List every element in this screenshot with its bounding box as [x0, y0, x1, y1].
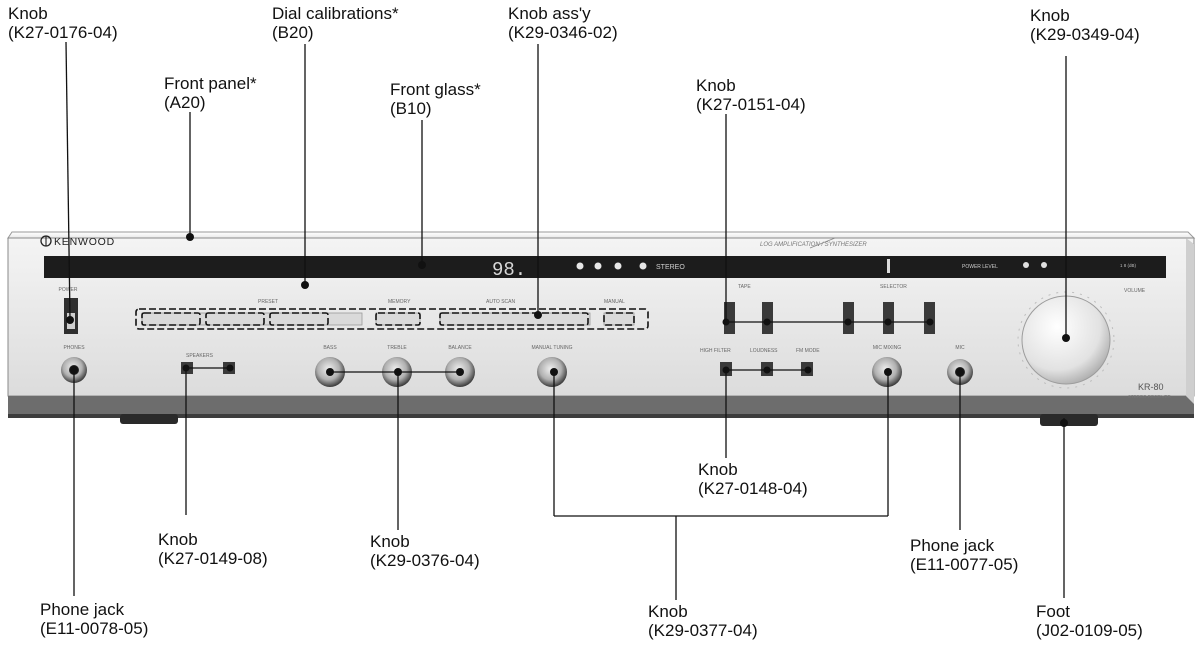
label-name: Knob [370, 532, 410, 551]
tuning-text: MANUAL TUNING [531, 345, 572, 351]
selector-switches: TAPE SELECTOR [724, 284, 935, 334]
modelsub-text: STEREO RECEIVER [1128, 394, 1172, 399]
highfilter-text: HIGH FILTER [700, 348, 731, 354]
label-name: Knob [1030, 6, 1070, 25]
label-code: (B10) [390, 99, 432, 118]
knob-assy-outline [135, 308, 649, 330]
power-level-led [1023, 262, 1029, 268]
power-level-scale: 1 8 (dB) [1120, 263, 1137, 268]
label-code: (A20) [164, 93, 206, 112]
fmmode-text: FM MODE [796, 348, 820, 354]
model-text: KR-80 [1138, 382, 1164, 392]
label-name: Knob [696, 76, 736, 95]
label-name: Dial calibrations* [272, 4, 399, 23]
label-knob-k29-0349: Knob (K29-0349-04) [1030, 6, 1140, 44]
power-text: POWER [59, 287, 78, 293]
memory-text: MEMORY [388, 299, 411, 305]
label-knob-k27-0151: Knob (K27-0151-04) [696, 76, 806, 114]
tuning-pointer [887, 259, 890, 273]
label-knob-assy: Knob ass'y (K29-0346-02) [508, 4, 618, 42]
label-code: (K29-0377-04) [648, 621, 758, 640]
label-code: (K29-0346-02) [508, 23, 618, 42]
bass-text: BASS [323, 345, 337, 351]
label-dial-calibrations: Dial calibrations* (B20) [272, 4, 399, 42]
label-phone-jack-e11-0077: Phone jack (E11-0077-05) [910, 536, 1018, 574]
label-code: (B20) [272, 23, 314, 42]
micmix-text: MIC MIXING [873, 345, 901, 351]
speakers-text: SPEAKERS [186, 353, 214, 359]
foot-left [120, 414, 178, 424]
chassis-base-shadow [8, 414, 1194, 418]
label-foot: Foot (J02-0109-05) [1036, 602, 1143, 640]
label-phone-jack-e11-0078: Phone jack (E11-0078-05) [40, 600, 148, 638]
label-name: Front glass* [390, 80, 481, 99]
label-code: (E11-0077-05) [910, 555, 1019, 574]
brand-name: KENWOOD [54, 236, 115, 248]
chassis-base [8, 396, 1194, 414]
label-front-glass: Front glass* (B10) [390, 80, 481, 118]
label-code: (J02-0109-05) [1036, 621, 1143, 640]
indicator-dot [594, 262, 602, 270]
label-code: (K29-0349-04) [1030, 25, 1140, 44]
volume-text: VOLUME [1124, 288, 1146, 294]
label-code: (K29-0376-04) [370, 551, 480, 570]
preset-text: PRESET [258, 299, 278, 305]
indicator-dot [576, 262, 584, 270]
autoscan-text: AUTO SCAN [486, 299, 515, 305]
label-knob-k27-0149: Knob (K27-0149-08) [158, 530, 268, 568]
label-code: (E11-0078-05) [40, 619, 149, 638]
label-name: Phone jack [910, 536, 995, 555]
label-name: Front panel* [164, 74, 257, 93]
label-code: (K27-0151-04) [696, 95, 806, 114]
indicator-dot [639, 262, 647, 270]
label-knob-k27-0148: Knob (K27-0148-04) [698, 460, 808, 498]
label-knob-k29-0377: Knob (K29-0377-04) [648, 602, 758, 640]
label-knob-k27-0176: Knob (K27-0176-04) [8, 4, 118, 42]
leader-lines [65, 41, 1067, 600]
loudness-text: LOUDNESS [750, 348, 778, 354]
label-name: Knob [8, 4, 48, 23]
foot-right [1040, 414, 1098, 426]
manual-text: MANUAL [604, 299, 625, 305]
label-code: (K27-0149-08) [158, 549, 268, 568]
indicator-dot [614, 262, 622, 270]
label-name: Phone jack [40, 600, 125, 619]
tape-text: TAPE [738, 284, 751, 290]
selector-text: SELECTOR [880, 284, 907, 290]
display-glass [44, 256, 1166, 278]
preset-buttons: PRESET MEMORY AUTO SCAN MANUAL [141, 299, 635, 326]
label-name: Knob ass'y [508, 4, 591, 23]
label-name: Foot [1036, 602, 1071, 621]
chassis-right-side [1186, 238, 1194, 404]
frequency-readout: 98. [492, 259, 526, 281]
pointer-dots [66, 233, 1070, 427]
mic-text: MIC [955, 345, 965, 351]
power-level-led [1041, 262, 1047, 268]
label-name: Knob [158, 530, 198, 549]
system-text: LOG AMPLIFICATION / SYNTHESIZER [760, 242, 867, 248]
label-front-panel: Front panel* (A20) [164, 74, 257, 112]
label-code: (K27-0148-04) [698, 479, 808, 498]
label-code: (K27-0176-04) [8, 23, 118, 42]
label-name: Knob [698, 460, 738, 479]
display-window: 98. STEREO POWER LEVEL 1 8 (dB) [44, 256, 1166, 281]
label-name: Knob [648, 602, 688, 621]
power-level-text: POWER LEVEL [962, 264, 998, 270]
balance-text: BALANCE [448, 345, 472, 351]
mic-section: MIC MIXING MIC [872, 345, 973, 387]
phones-text: PHONES [63, 345, 85, 351]
chassis-top [7, 231, 1196, 239]
label-knob-k29-0376: Knob (K29-0376-04) [370, 532, 480, 570]
treble-text: TREBLE [387, 345, 407, 351]
stereo-indicator: STEREO [656, 264, 685, 271]
